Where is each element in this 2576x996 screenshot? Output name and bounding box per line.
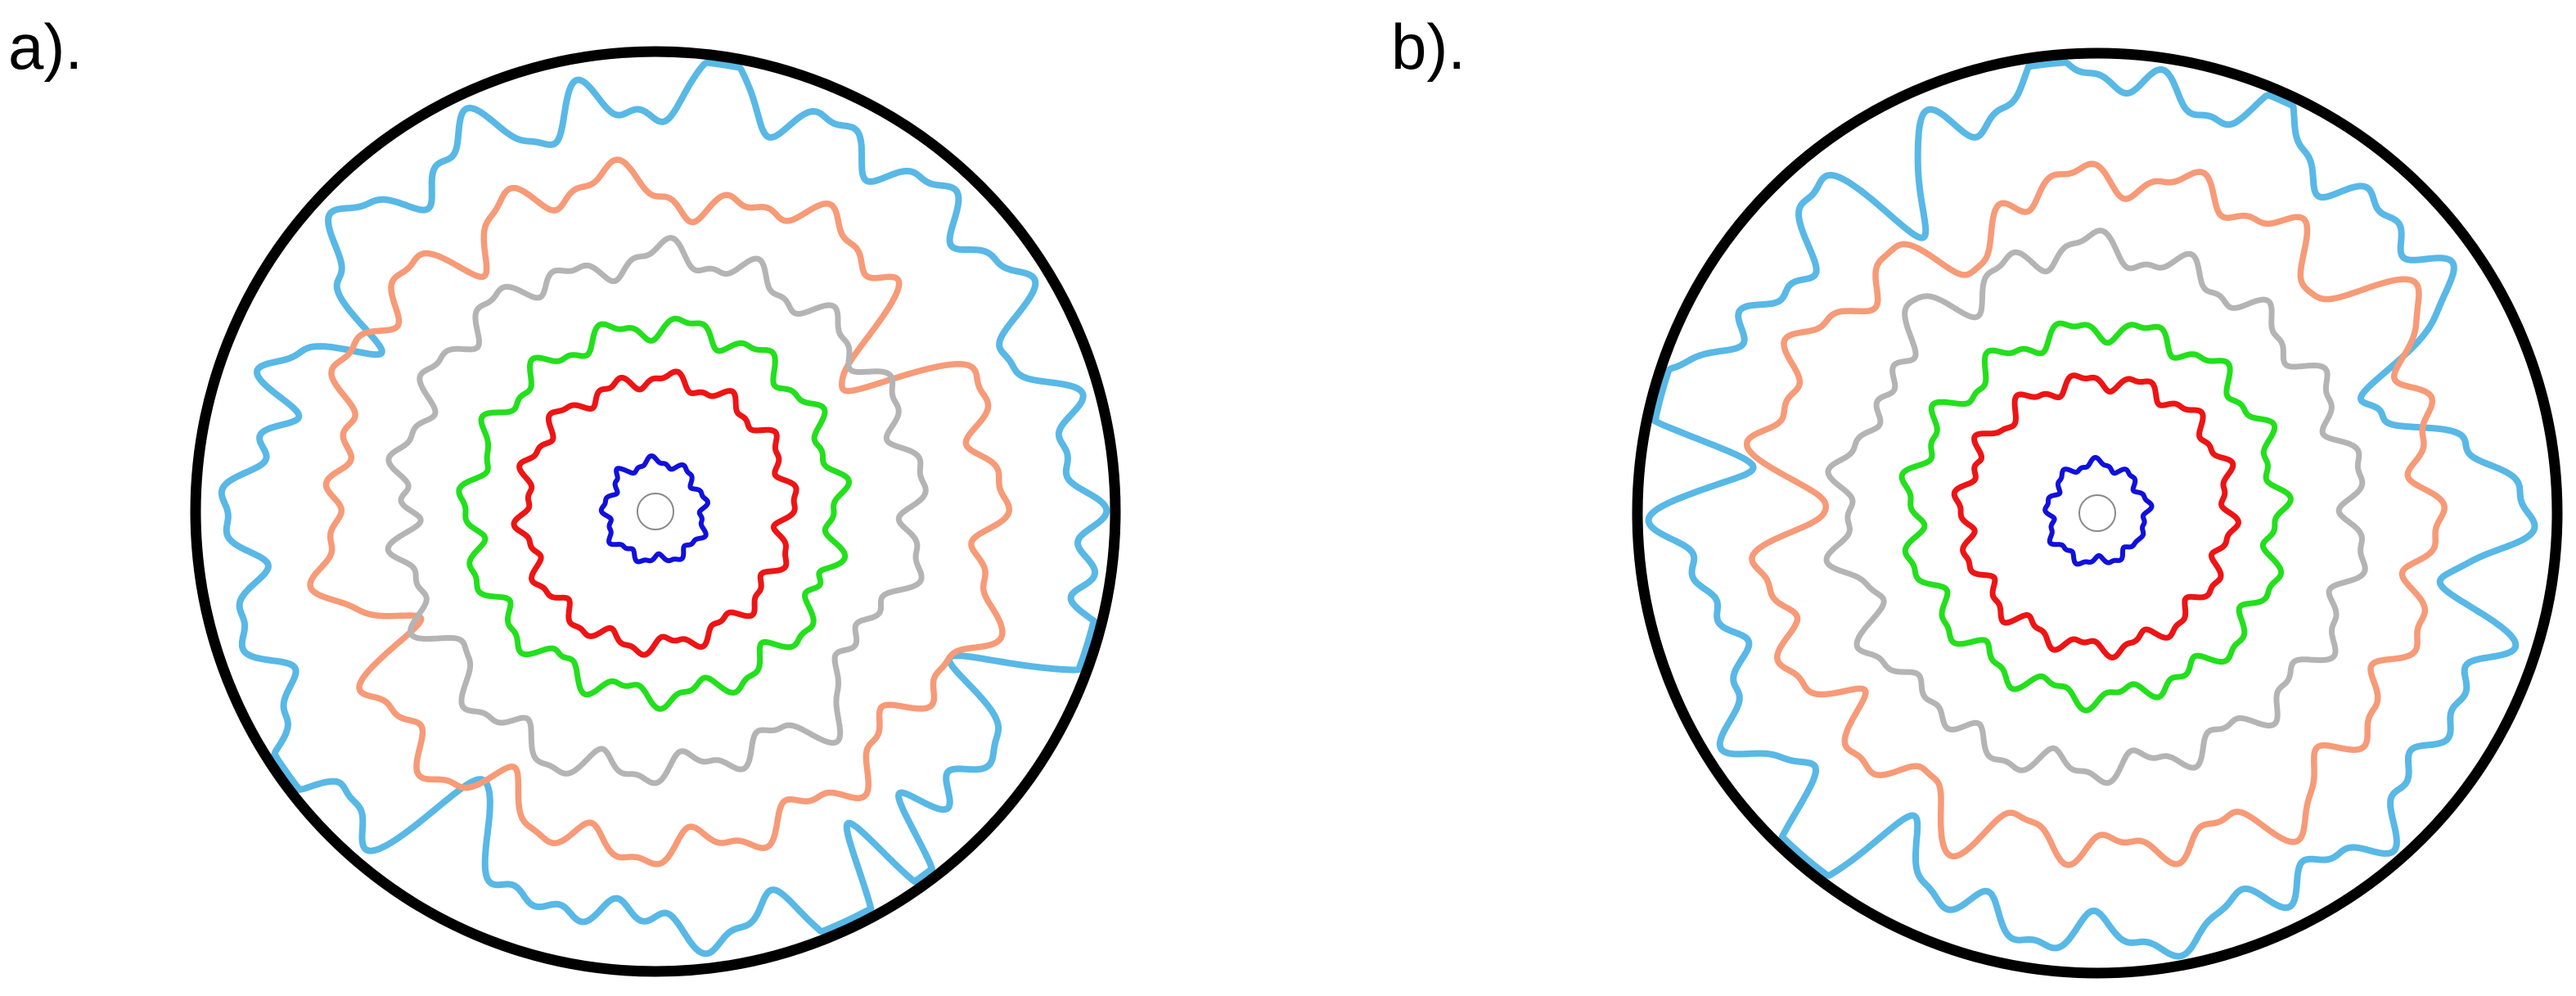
panel-a-front-3-curve	[456, 315, 852, 712]
panel-a-outer-boundary	[190, 46, 1121, 977]
panel-b-outer-boundary	[1632, 47, 2563, 979]
panel-a-innermost-front-curve	[598, 453, 710, 565]
panel-b-label: b).	[1391, 11, 1466, 83]
panel-a-outermost-front-curve	[218, 59, 1110, 958]
panel-a-front-4-curve	[385, 235, 929, 786]
panel-a-label: a).	[8, 11, 83, 83]
panel-b-front-3-curve	[1898, 320, 2294, 714]
panel-b-front-2-curve	[1951, 372, 2241, 660]
panel-a-front-5-curve	[307, 156, 1013, 868]
panel-a-diagram	[190, 46, 1121, 977]
panel-a-front-2-curve	[511, 368, 799, 658]
panel-a-inner-hole	[637, 493, 674, 530]
panel-b-innermost-front-curve	[2042, 455, 2155, 567]
panel-b-front-5-curve	[1743, 160, 2448, 868]
panel-b-front-4-curve	[1823, 228, 2368, 786]
panel-b-inner-hole	[2078, 494, 2116, 532]
panel-b-outermost-front-curve	[1645, 59, 2538, 960]
panel-b-diagram	[1632, 47, 2563, 979]
